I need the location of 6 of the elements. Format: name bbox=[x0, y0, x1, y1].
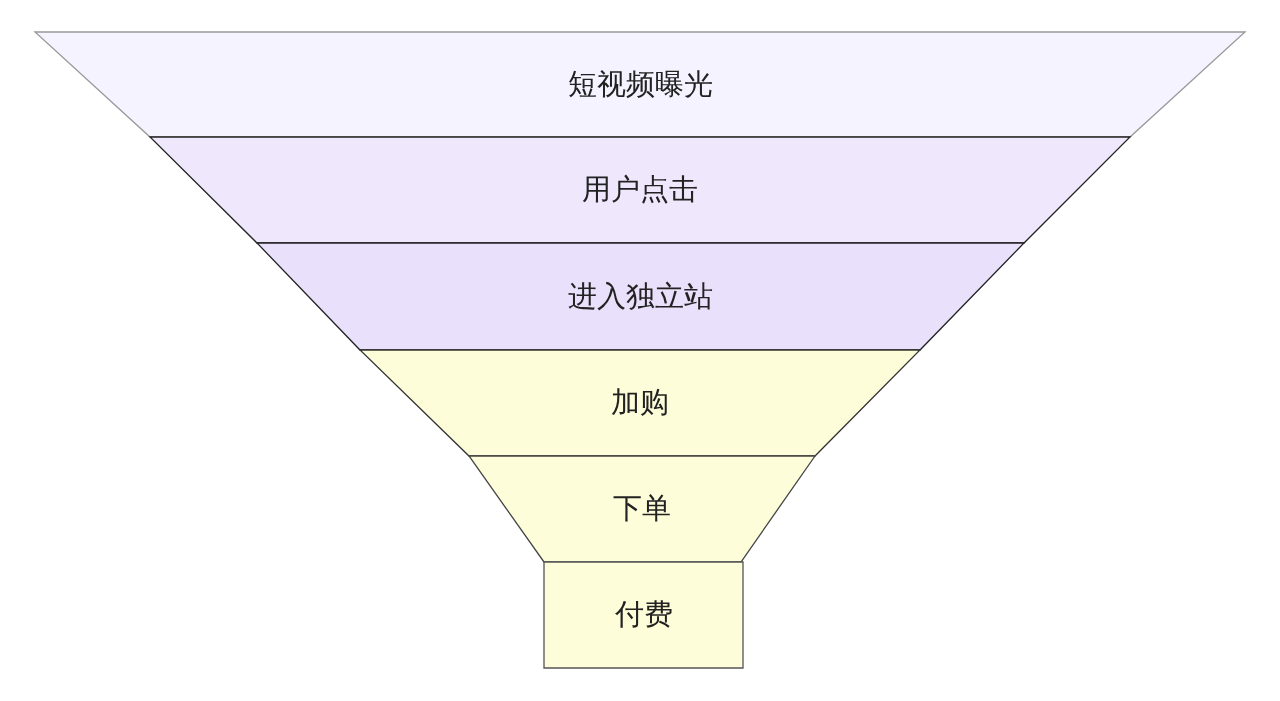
funnel-stage: 付费 bbox=[544, 562, 743, 668]
funnel-stage: 用户点击 bbox=[150, 137, 1130, 243]
funnel-stage: 短视频曝光 bbox=[35, 32, 1245, 137]
funnel-stage: 加购 bbox=[360, 350, 920, 456]
funnel-stage: 进入独立站 bbox=[257, 243, 1024, 350]
funnel-stage: 下单 bbox=[469, 456, 815, 562]
